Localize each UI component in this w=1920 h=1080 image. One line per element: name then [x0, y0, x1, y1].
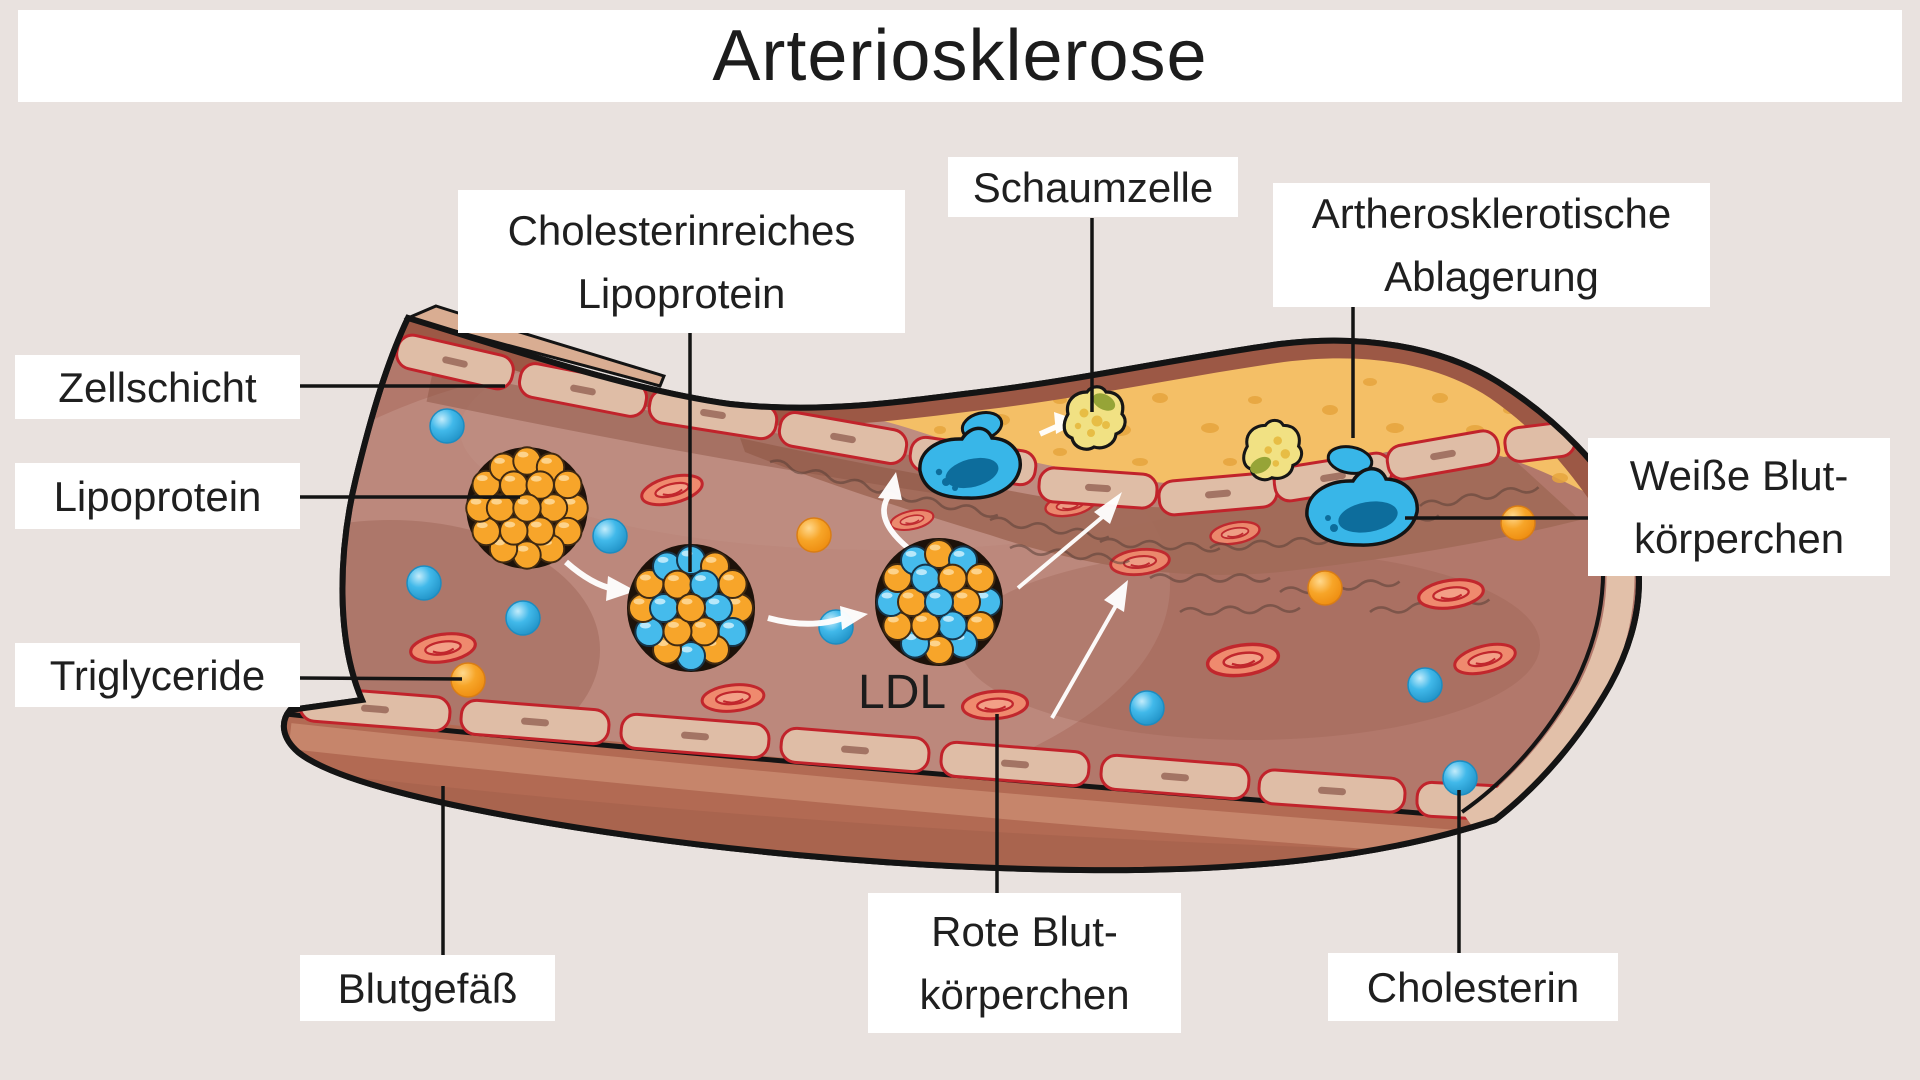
- label-blutgefaess: Blutgefäß: [300, 955, 555, 1021]
- label-triglyceride: Triglyceride: [15, 643, 300, 707]
- label-weisse-blutkoerperchen: Weiße Blut- körperchen: [1588, 438, 1890, 576]
- title-banner: Arteriosklerose: [18, 10, 1902, 102]
- label-connector-lines: [299, 218, 1590, 955]
- foam-cell-2: [1242, 418, 1304, 482]
- foam-cell-1: [1062, 385, 1127, 451]
- cholesterol-sphere-labeled: [1442, 760, 1478, 796]
- ldl-label: LDL: [858, 666, 946, 719]
- white-blood-cell-2: [1305, 445, 1419, 547]
- label-lipoprotein: Lipoprotein: [15, 463, 300, 529]
- process-arrows: [564, 412, 1128, 719]
- label-artherosklerotische-ablagerung: Artherosklerotische Ablagerung: [1273, 183, 1710, 307]
- cholesterol-rich-lipoprotein-cluster: [627, 544, 755, 672]
- triglyceride-connector-line: [299, 676, 463, 681]
- label-schaumzelle: Schaumzelle: [948, 157, 1238, 217]
- label-zellschicht: Zellschicht: [15, 355, 300, 419]
- label-cholesterinreiches-lipoprotein: Cholesterinreiches Lipoprotein: [458, 190, 905, 333]
- cell-layer-bottom: [298, 685, 1509, 822]
- white-blood-cell-1: [918, 410, 1022, 500]
- ldl-cluster: [875, 538, 1003, 666]
- label-cholesterin: Cholesterin: [1328, 953, 1618, 1021]
- label-rote-blutkoerperchen: Rote Blut- körperchen: [868, 893, 1181, 1033]
- lipoprotein-cluster: [465, 446, 589, 570]
- page-title: Arteriosklerose: [712, 16, 1208, 96]
